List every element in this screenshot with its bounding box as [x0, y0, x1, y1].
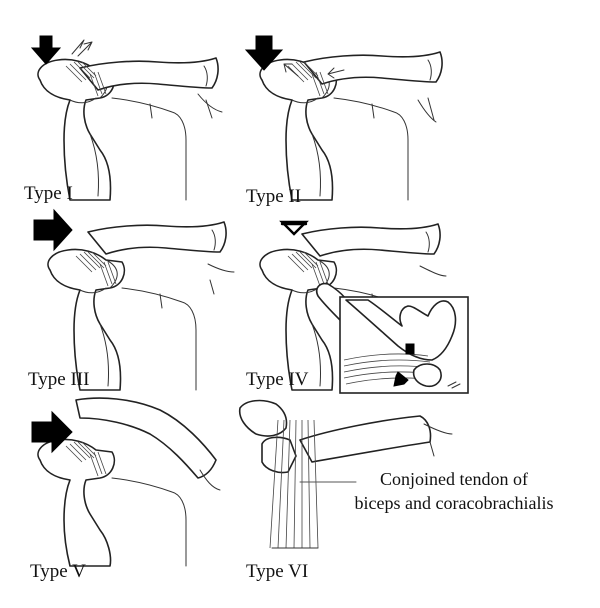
type-4-inset — [339, 296, 469, 394]
panel-type-2-sketch — [244, 35, 443, 201]
force-arrow-icon — [31, 410, 73, 454]
tendon-annotation: Conjoined tendon of biceps and coracobra… — [332, 467, 576, 516]
panel-type-6-sketch — [238, 399, 453, 549]
panel-type-1-sketch — [30, 35, 223, 201]
small-arrow-icon — [283, 63, 299, 77]
small-arrow-icon — [77, 41, 93, 57]
panel-label-type-2: Type II — [246, 186, 302, 207]
panel-label-type-1: Type I — [24, 183, 73, 204]
inset-arrow-icon — [405, 343, 415, 355]
panel-label-type-3: Type III — [28, 369, 90, 390]
small-arrow-icon — [327, 67, 345, 79]
small-arrow-icon — [71, 39, 85, 55]
tendon-annotation-line-1: Conjoined tendon of — [380, 469, 528, 489]
panel-label-type-5: Type V — [30, 561, 86, 582]
inset-arrow-icon — [393, 371, 409, 387]
force-arrow-icon — [244, 35, 284, 71]
panel-type-3-sketch — [33, 208, 235, 391]
panel-label-type-4: Type IV — [246, 369, 309, 390]
panel-type-5-sketch — [31, 397, 221, 567]
tendon-annotation-line-2: biceps and coracobrachialis — [354, 493, 554, 514]
panel-label-type-6: Type VI — [246, 561, 309, 582]
force-arrow-icon — [33, 208, 73, 252]
force-arrow-icon — [30, 35, 62, 65]
